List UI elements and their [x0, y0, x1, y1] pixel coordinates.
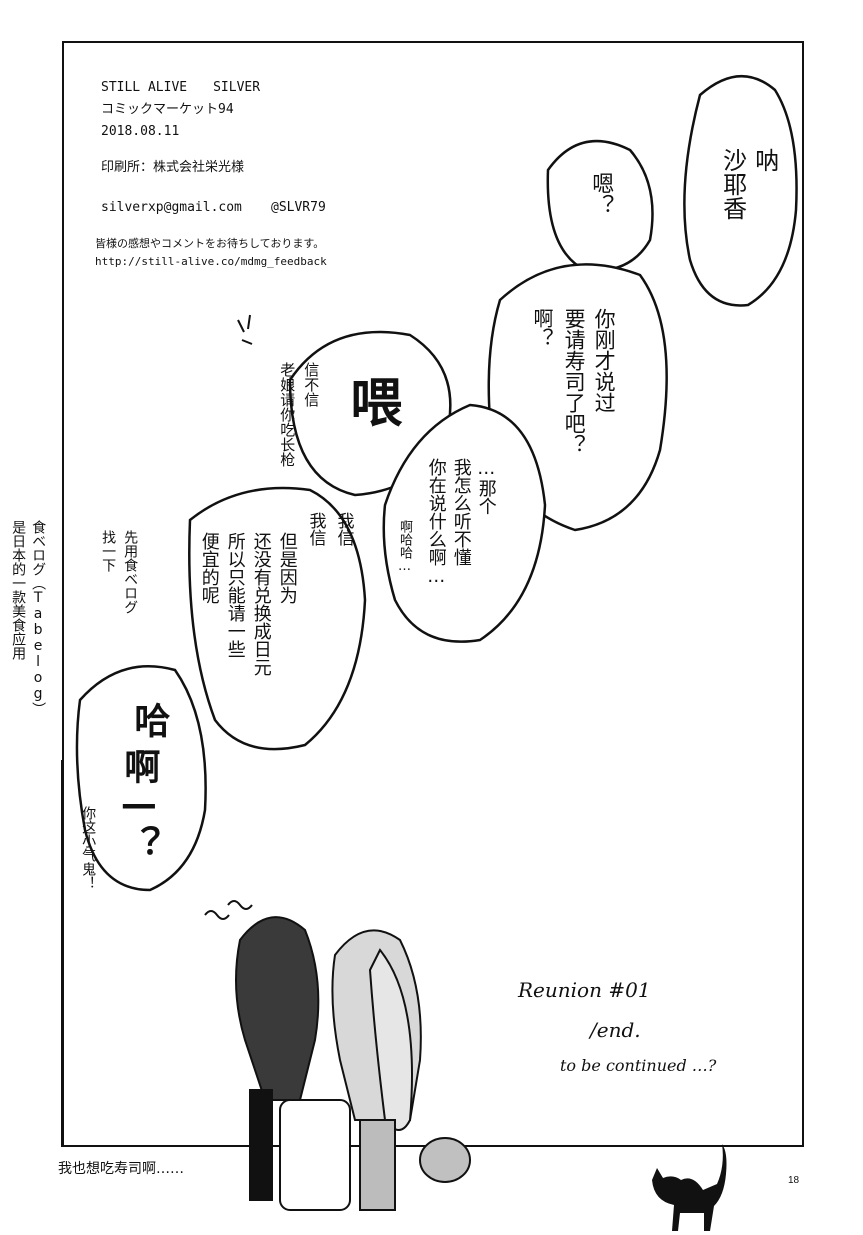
colophon-email[interactable]: silverxp@gmail.com	[101, 200, 242, 215]
side-note-line2: 是日本的一款美食应用	[10, 520, 27, 660]
dialogue-yen-3: 所以只能请一些	[224, 532, 246, 658]
dialogue-sushi-1: 你刚才说过	[592, 308, 617, 413]
footer-caption: 我也想吃寿司啊……	[58, 1161, 184, 1177]
dialogue-nage-1: …那个	[475, 458, 497, 515]
dialogue-woxin-1: 我信	[333, 512, 354, 546]
side-note-line1: 食ベログ（Tabelog）	[30, 520, 47, 716]
dialogue-shinfushin-2: 老娘请你吃长枪	[278, 362, 297, 467]
colophon-twitter[interactable]: @SLVR79	[271, 200, 326, 215]
colophon-feedback-url[interactable]: http://still-alive.co/mdmg_feedback	[95, 255, 327, 268]
colophon-date: 2018.08.11	[101, 124, 180, 139]
dialogue-haa-1: 哈	[128, 702, 170, 738]
dialogue-tabelog-1: 先用食ベログ	[122, 530, 139, 614]
dialogue-yen-4: 便宜的呢	[198, 532, 220, 604]
dialogue-oi: 喂	[340, 375, 401, 427]
dialogue-sushi-2: 要请寿司了吧？	[562, 308, 587, 455]
colophon-title: STILL ALIVE SILVER	[101, 80, 261, 95]
dialogue-stingy: 你这小气鬼！	[80, 806, 97, 890]
dialogue-sayaka: 沙耶香	[718, 148, 747, 220]
colophon-feedback-note: 皆様の感想やコメントをお待ちしております。	[95, 237, 325, 250]
ending-end: /end.	[590, 1018, 641, 1042]
dialogue-yen-2: 还没有兑换成日元	[250, 532, 272, 676]
squiggle-icon	[204, 900, 253, 920]
cat-icon	[652, 1144, 727, 1231]
ending-reunion: Reunion #01	[518, 978, 651, 1002]
bubble-haa	[75, 665, 207, 892]
bubble-nee-sayaka	[683, 75, 798, 307]
dialogue-aa: 啊？	[530, 308, 554, 348]
anger-mark-icon	[237, 314, 253, 345]
dialogue-yen-1: 但是因为	[276, 532, 298, 604]
colophon-event: コミックマーケット94	[101, 102, 234, 117]
dialogue-woxin-2: 我信	[305, 512, 326, 546]
bubble-nage	[382, 403, 547, 643]
bubble-en	[546, 139, 654, 272]
colophon-printer: 印刷所：株式会社栄光様	[101, 160, 245, 175]
dialogue-nage-2: 我怎么听不懂	[450, 458, 472, 566]
page-number: 18	[788, 1175, 800, 1186]
dialogue-tabelog-2: 找一下	[100, 530, 117, 572]
bubble-yen	[188, 486, 367, 751]
dialogue-nee: 呐	[750, 148, 779, 172]
dialogue-nage-3: 你在说什么啊…	[425, 458, 447, 587]
dialogue-shinfushin-1: 信不信	[302, 362, 321, 407]
dialogue-ahaha: 啊哈哈…	[396, 520, 412, 574]
characters-illustration	[235, 916, 471, 1211]
dialogue-haa-2: 啊—？	[118, 748, 160, 861]
dialogue-en: 嗯？	[588, 172, 614, 216]
ending-continued: to be continued …?	[560, 1056, 717, 1075]
